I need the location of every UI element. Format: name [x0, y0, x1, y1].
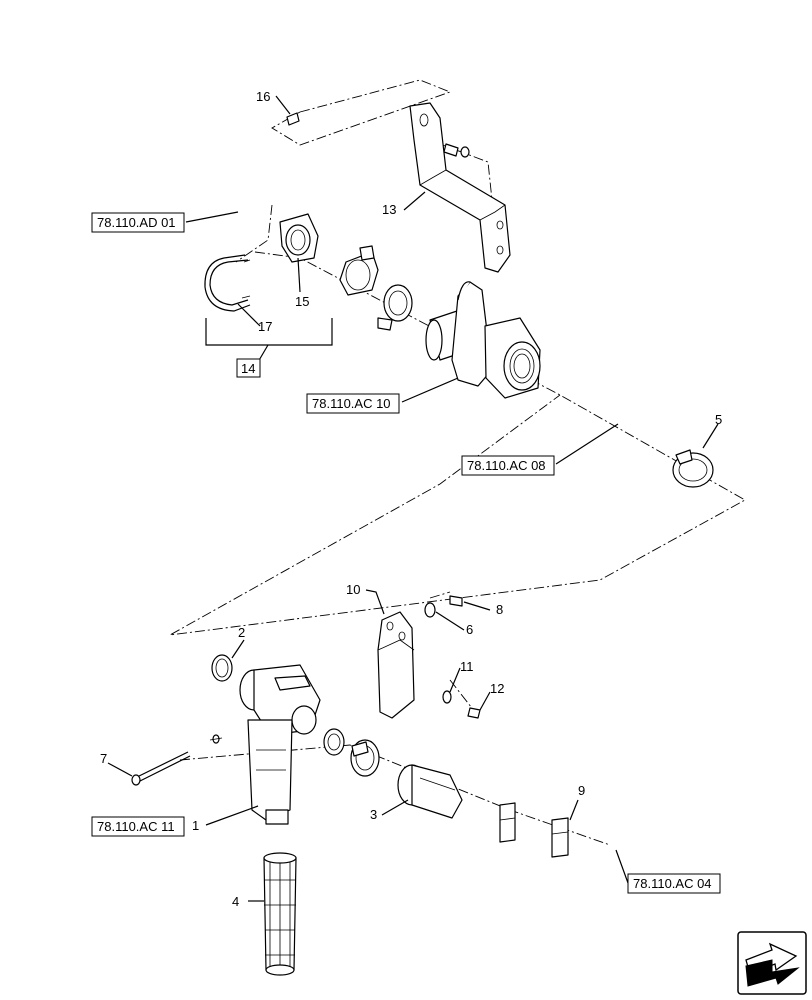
callout-2: 2 [238, 625, 245, 640]
upper-dashdot-frame [271, 79, 452, 146]
callout-11: 11 [460, 659, 474, 674]
callout-4: 4 [232, 894, 239, 909]
part-16-nut[interactable] [286, 112, 300, 126]
ref-ac04-text: 78.110.AC 04 [633, 876, 712, 891]
part-17-ubolt[interactable] [204, 254, 251, 312]
part-11-washer[interactable] [442, 690, 452, 704]
ref-ac10-text: 78.110.AC 10 [312, 396, 391, 411]
part-15-grommet[interactable] [279, 213, 319, 263]
ref-box-ac08[interactable]: 78.110.AC 08 [461, 455, 555, 476]
bolt8-dashdot [429, 591, 451, 599]
part-12-bolt[interactable] [467, 707, 481, 719]
leader-lines [107, 95, 719, 902]
part-13-bracket[interactable] [409, 102, 511, 273]
callout-8: 8 [496, 602, 503, 617]
navigation-arrow-icon[interactable] [737, 931, 807, 995]
callout-15: 15 [295, 294, 309, 309]
part-6-washer[interactable] [424, 602, 436, 618]
ref-box-ac11[interactable]: 78.110.AC 11 [91, 816, 185, 837]
part-10-bracket[interactable] [377, 611, 415, 719]
callout-1: 1 [192, 818, 199, 833]
callout-3: 3 [370, 807, 377, 822]
hose-clamp-lower[interactable] [350, 739, 380, 777]
ref-box-ac04[interactable]: 78.110.AC 04 [627, 873, 721, 894]
callout-9: 9 [578, 783, 585, 798]
hose-clamp-upper[interactable] [339, 245, 379, 296]
callout-14: 14 [241, 361, 255, 376]
bolt12-dashdot [449, 679, 476, 713]
part-5-hose-clamp[interactable] [672, 449, 714, 488]
part-9-clip-right[interactable] [551, 817, 569, 858]
callout-10: 10 [346, 582, 360, 597]
ref-ad01-text: 78.110.AD 01 [97, 215, 176, 230]
ref-ac08-text: 78.110.AC 08 [467, 458, 546, 473]
callout-5: 5 [715, 412, 722, 427]
ref-ac11-text: 78.110.AC 11 [97, 819, 175, 834]
lower-dashdot-line [179, 744, 611, 846]
callout-12: 12 [490, 681, 504, 696]
part-7-bolt[interactable] [131, 734, 223, 786]
part-2-oring[interactable] [211, 654, 233, 682]
filter-oring[interactable] [323, 728, 345, 756]
part-8-bolt[interactable] [449, 595, 463, 607]
callout-16: 16 [256, 89, 270, 104]
callout-7: 7 [100, 751, 107, 766]
callout-17: 17 [258, 319, 272, 334]
ref-box-ac10[interactable]: 78.110.AC 10 [306, 393, 400, 414]
part-3-hose-fitting[interactable] [397, 764, 463, 819]
bracket-bolt-dashdot [439, 143, 493, 201]
callout-14-box[interactable]: 14 [236, 358, 261, 378]
callout-6: 6 [466, 622, 473, 637]
hose-clamp-upper-2[interactable] [377, 284, 413, 331]
part-9-clip-left[interactable] [499, 802, 516, 843]
ref-box-ad01[interactable]: 78.110.AD 01 [91, 212, 185, 233]
ubolt-dashdot-line [235, 204, 273, 263]
bracket-bolt [443, 143, 470, 158]
ball-valve[interactable] [425, 281, 541, 399]
callout-13: 13 [382, 202, 396, 217]
part-1-filter-housing[interactable] [239, 664, 321, 825]
part-4-strainer[interactable] [263, 852, 297, 976]
